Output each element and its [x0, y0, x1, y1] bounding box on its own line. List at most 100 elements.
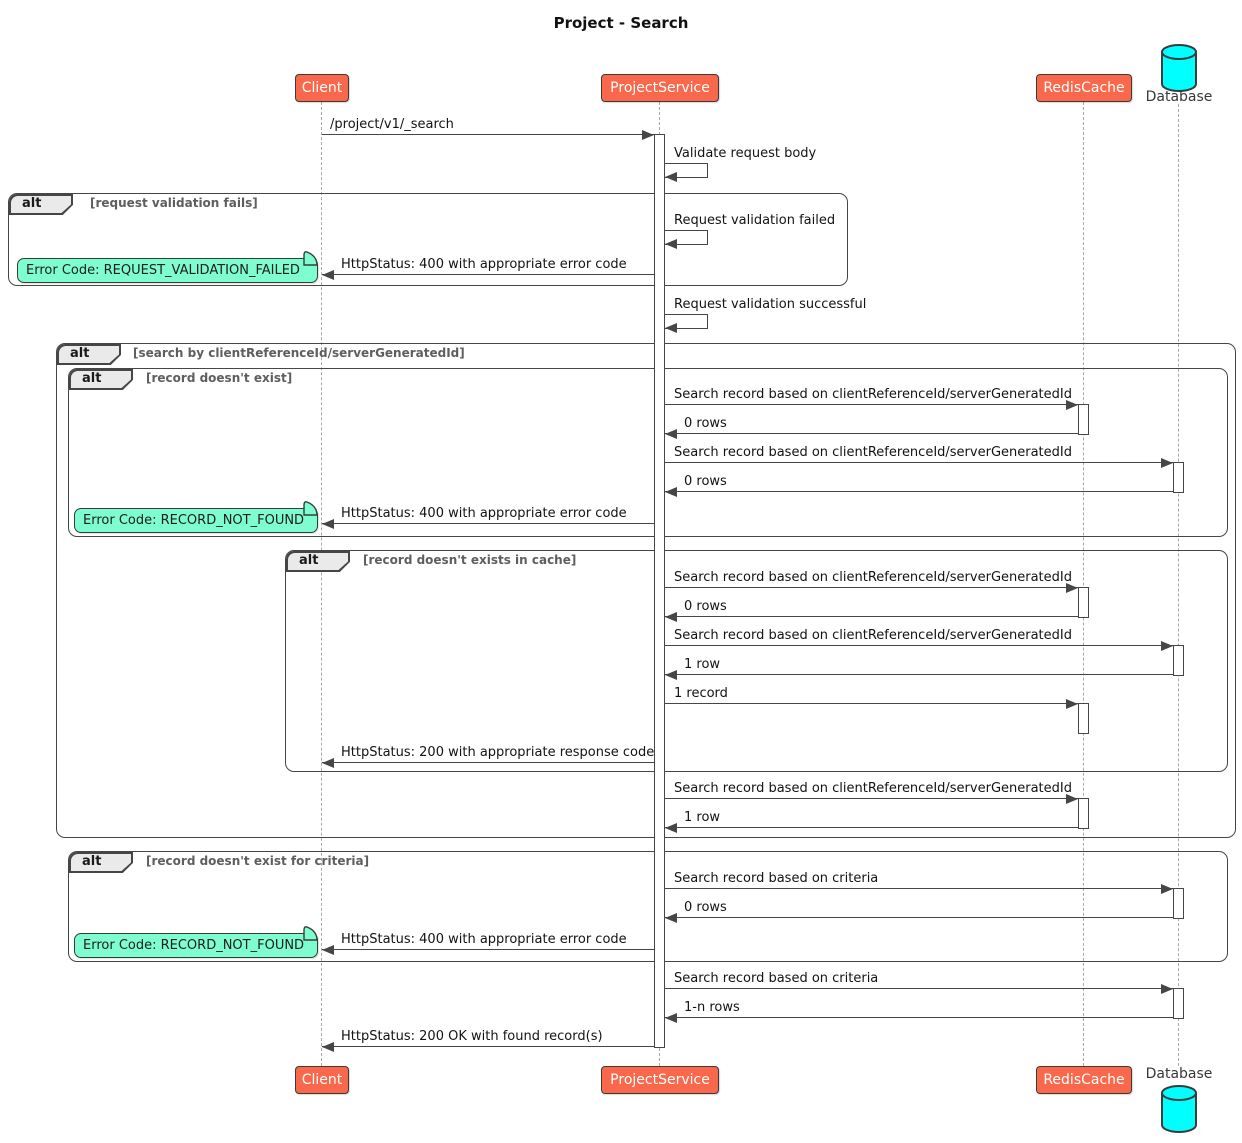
note-fold-icon — [303, 926, 318, 941]
fragment-tab: alt — [69, 369, 133, 390]
fragment-keyword: alt — [82, 371, 102, 386]
fragment-keyword: alt — [82, 854, 102, 869]
arrowhead-icon — [322, 945, 334, 955]
message-line — [665, 433, 1078, 434]
message-line — [665, 587, 1078, 588]
database-icon — [1161, 1085, 1197, 1133]
arrowhead-icon — [665, 1013, 677, 1023]
fragment-guard: [request validation fails] — [90, 196, 258, 210]
fragment-guard: [record doesn't exists in cache] — [363, 553, 577, 567]
activation-database — [1173, 462, 1184, 493]
fragment-guard: [record doesn't exist for criteria] — [146, 854, 370, 868]
message-label: 0 rows — [684, 474, 727, 489]
fragment-keyword: alt — [22, 196, 42, 211]
activation-rediscache — [1078, 404, 1089, 435]
fragment-record-not-in-cache: alt — [285, 550, 1228, 772]
note-request-validation-failed: Error Code: REQUEST_VALIDATION_FAILED — [17, 251, 318, 283]
self-message-loop — [665, 230, 708, 245]
message-label: 1 record — [674, 686, 728, 701]
message-label: /project/v1/_search — [330, 117, 454, 132]
activation-database — [1173, 988, 1184, 1019]
message-label: HttpStatus: 400 with appropriate error c… — [341, 257, 627, 272]
participant-client-bottom: Client — [295, 1066, 349, 1094]
fragment-tab-fill — [10, 195, 72, 214]
arrowhead-icon — [322, 519, 334, 529]
fragment-tab: alt — [9, 194, 73, 215]
fragment-keyword: alt — [70, 346, 90, 361]
message-label: Search record based on clientReferenceId… — [674, 387, 1072, 402]
message-label: 1 row — [684, 810, 721, 825]
arrowhead-icon — [665, 172, 677, 182]
note-text: Error Code: REQUEST_VALIDATION_FAILED — [26, 263, 300, 278]
message-line — [665, 645, 1173, 646]
message-label: Search record based on criteria — [674, 971, 879, 986]
self-message-loop — [665, 163, 708, 178]
arrowhead-icon — [1066, 583, 1078, 593]
message-line — [665, 917, 1173, 918]
message-line — [322, 274, 654, 275]
activation-projectservice — [654, 134, 665, 1048]
fragment-tab-fill — [287, 552, 349, 571]
participant-rediscache-bottom: RedisCache — [1036, 1066, 1132, 1094]
message-label: 0 rows — [684, 900, 727, 915]
note-record-not-found-2: Error Code: RECORD_NOT_FOUND — [74, 926, 318, 958]
message-line — [665, 703, 1078, 704]
message-label: HttpStatus: 400 with appropriate error c… — [341, 932, 627, 947]
fragment-record-doesnt-exist: alt — [68, 368, 1228, 537]
message-line — [665, 827, 1078, 828]
fragment-guard: [search by clientReferenceId/serverGener… — [133, 346, 465, 360]
message-label: Request validation failed — [674, 213, 836, 228]
lifeline-rediscache — [1083, 102, 1084, 1066]
fragment-tab-fill — [58, 345, 120, 364]
message-line — [665, 988, 1173, 989]
self-message-loop — [665, 314, 708, 329]
participant-projectservice-top: ProjectService — [601, 74, 719, 102]
arrowhead-icon — [1161, 984, 1173, 994]
fragment-guard: [record doesn't exist] — [146, 371, 293, 385]
arrowhead-icon — [1066, 794, 1078, 804]
fragment-tab-fill — [70, 370, 132, 389]
message-line — [665, 616, 1078, 617]
arrowhead-icon — [322, 270, 334, 280]
participant-client-top: Client — [295, 74, 349, 102]
participant-database-bottom: Database — [1145, 1066, 1213, 1082]
arrowhead-icon — [665, 239, 677, 249]
message-label: Search record based on criteria — [674, 871, 879, 886]
fragment-record-doesnt-exist-for-criteria: alt — [68, 851, 1228, 962]
message-line — [665, 404, 1078, 405]
message-label: Search record based on clientReferenceId… — [674, 628, 1072, 643]
message-line — [665, 674, 1173, 675]
message-label: HttpStatus: 200 OK with found record(s) — [341, 1029, 603, 1044]
message-label: Request validation successful — [674, 297, 867, 312]
message-label: 1-n rows — [684, 1000, 740, 1015]
arrowhead-icon — [665, 913, 677, 923]
fragment-tab: alt — [69, 852, 133, 873]
fragment-tab: alt — [286, 551, 350, 572]
arrowhead-icon — [1161, 641, 1173, 651]
participant-rediscache-top: RedisCache — [1036, 74, 1132, 102]
activation-rediscache — [1078, 703, 1089, 734]
message-label: 0 rows — [684, 599, 727, 614]
message-label: 1 row — [684, 657, 721, 672]
message-label: HttpStatus: 200 with appropriate respons… — [341, 745, 655, 760]
arrowhead-icon — [1066, 699, 1078, 709]
arrowhead-icon — [642, 130, 654, 140]
note-text: Error Code: RECORD_NOT_FOUND — [83, 513, 305, 528]
message-line — [665, 1017, 1173, 1018]
message-line — [322, 1046, 654, 1047]
arrowhead-icon — [1066, 400, 1078, 410]
fragment-tab-fill — [70, 853, 132, 872]
note-record-not-found-1: Error Code: RECORD_NOT_FOUND — [74, 501, 318, 533]
message-label: 0 rows — [684, 416, 727, 431]
message-label: HttpStatus: 400 with appropriate error c… — [341, 506, 627, 521]
fragment-tab: alt — [57, 344, 121, 365]
message-line — [665, 888, 1173, 889]
message-label: Search record based on clientReferenceId… — [674, 445, 1072, 460]
arrowhead-icon — [665, 612, 677, 622]
message-line — [665, 491, 1173, 492]
activation-rediscache — [1078, 798, 1089, 829]
message-line — [322, 762, 654, 763]
arrowhead-icon — [1161, 884, 1173, 894]
arrowhead-icon — [1161, 458, 1173, 468]
